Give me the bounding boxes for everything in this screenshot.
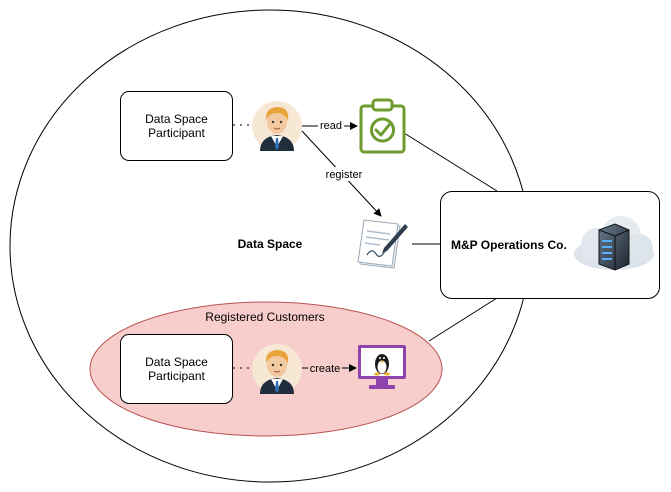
person-avatar-icon [252,344,302,394]
operator-name: M&P Operations Co. [451,238,567,252]
participant-box-top: Data Space Participant [120,91,233,161]
participant-label-line2: Participant [148,369,205,383]
participant-box-bottom: Data Space Participant [120,334,233,404]
data-space-label: Data Space [238,237,303,251]
edge-label-register: register [326,169,363,181]
cloud-server-icon [574,216,654,271]
connector-clipboard-operator [403,132,498,192]
linux-monitor-icon [358,345,406,389]
edge-label-create: create [310,363,341,375]
person-avatar-icon [252,101,302,151]
clipboard-check-icon [359,98,406,154]
operator-box: M&P Operations Co. [440,191,660,299]
connector-region-operator [428,297,498,342]
participant-label-line1: Data Space [145,112,208,126]
participant-label-line1: Data Space [145,355,208,369]
participant-label-line2: Participant [148,126,205,140]
signed-contract-icon [357,219,408,269]
registered-customers-label: Registered Customers [205,310,324,324]
edge-label-read: read [320,120,342,132]
